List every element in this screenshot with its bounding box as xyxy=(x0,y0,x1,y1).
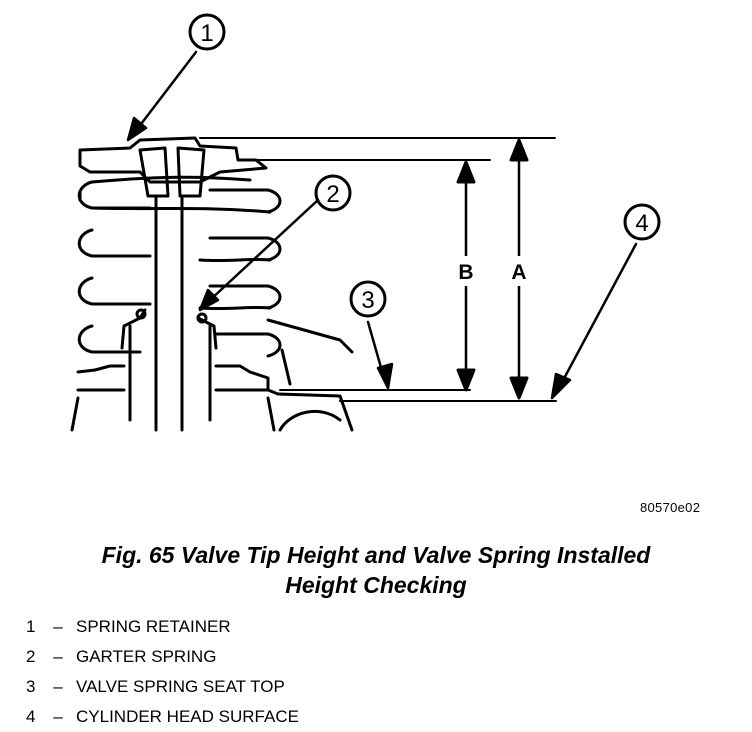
legend-item-number: 4 xyxy=(26,707,36,726)
legend-item-label: CYLINDER HEAD SURFACE xyxy=(76,707,299,726)
valve-keeper-left xyxy=(138,146,170,198)
legend-item-dash: – xyxy=(53,647,63,666)
legend-item-1: 1–SPRING RETAINER xyxy=(26,612,299,642)
callout-3-label: 3 xyxy=(361,287,374,314)
figure-caption-line-1: Fig. 65 Valve Tip Height and Valve Sprin… xyxy=(101,542,651,568)
legend: 1–SPRING RETAINER 2–GARTER SPRING 3–VALV… xyxy=(26,612,299,732)
legend-item-label: GARTER SPRING xyxy=(76,647,217,666)
callout-4-label: 4 xyxy=(635,210,648,237)
callout-2-circle xyxy=(314,174,352,212)
figure-caption: Fig. 65 Valve Tip Height and Valve Sprin… xyxy=(20,540,732,600)
callout-4-leader xyxy=(558,242,638,388)
legend-item-number: 1 xyxy=(26,617,36,636)
valve-spring-coils-right xyxy=(198,188,282,358)
legend-item-label: VALVE SPRING SEAT TOP xyxy=(76,677,285,696)
callout-2-leader xyxy=(208,198,320,302)
callout-1-leader xyxy=(136,50,198,130)
callout-2-label: 2 xyxy=(326,181,339,208)
dimension-a-label: A xyxy=(511,261,526,284)
figure-caption-line-2: Height Checking xyxy=(285,572,467,598)
callout-1-label: 1 xyxy=(200,20,213,47)
cylinder-head xyxy=(70,318,354,432)
spring-retainer xyxy=(78,136,268,184)
legend-item-3: 3–VALVE SPRING SEAT TOP xyxy=(26,672,299,702)
callout-1-circle xyxy=(188,13,226,51)
dimension-b-label: B xyxy=(458,261,473,284)
figure-id-code: 80570e02 xyxy=(640,500,701,515)
callout-4-circle xyxy=(623,203,661,241)
garter-spring xyxy=(196,312,208,324)
legend-item-2: 2–GARTER SPRING xyxy=(26,642,299,672)
legend-item-number: 3 xyxy=(26,677,36,696)
valve-guide xyxy=(120,308,218,422)
legend-item-dash: – xyxy=(53,677,63,696)
legend-item-number: 2 xyxy=(26,647,36,666)
valve-keeper-right xyxy=(176,146,206,198)
callout-3-circle xyxy=(349,280,387,318)
legend-item-dash: – xyxy=(53,617,63,636)
dimension-b-arrow xyxy=(456,160,476,392)
valve-spring-coils xyxy=(77,175,272,354)
legend-item-label: SPRING RETAINER xyxy=(76,617,231,636)
legend-item-dash: – xyxy=(53,707,63,726)
legend-item-4: 4–CYLINDER HEAD SURFACE xyxy=(26,702,299,732)
valve-spring-seat xyxy=(76,364,280,396)
valve-diagram: 1 2 3 4 A B xyxy=(70,13,661,432)
